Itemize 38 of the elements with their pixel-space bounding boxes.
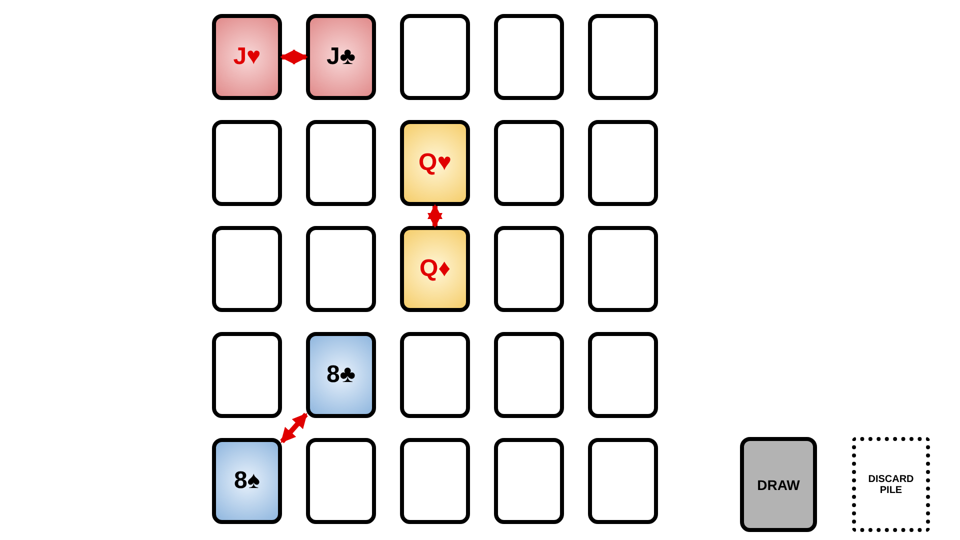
double-arrow [280,412,308,444]
empty-card-slot [588,438,658,524]
empty-card-slot [494,332,564,418]
empty-card-slot [400,14,470,100]
empty-card-slot [588,226,658,312]
card-label: 8♠ [234,467,260,495]
empty-card-slot [306,438,376,524]
empty-card-slot [494,14,564,100]
card-label: J♣ [326,43,356,71]
playing-card [212,438,282,524]
empty-card-slot [400,332,470,418]
empty-card-slot [494,226,564,312]
playing-card [306,14,376,100]
playing-card [400,120,470,206]
empty-card-slot [494,438,564,524]
empty-card-slot [400,438,470,524]
empty-card-slot [212,120,282,206]
card-label: 8♣ [326,361,356,389]
empty-card-slot [212,332,282,418]
pile-label: DRAW [757,476,800,492]
draw-pile [740,437,817,532]
playing-card [212,14,282,100]
empty-card-slot [306,120,376,206]
pile-label: DISCARD PILE [867,474,915,496]
card-label: J♥ [233,43,261,71]
empty-card-slot [494,120,564,206]
card-label: Q♥ [418,149,452,177]
double-arrow [280,50,308,64]
playing-card [400,226,470,312]
empty-card-slot [588,14,658,100]
empty-card-slot [212,226,282,312]
double-arrow [428,204,442,228]
empty-card-slot [588,120,658,206]
empty-card-slot [306,226,376,312]
empty-card-slot [588,332,658,418]
playing-card [306,332,376,418]
card-label: Q♦ [420,255,450,283]
discard-pile [852,437,930,532]
